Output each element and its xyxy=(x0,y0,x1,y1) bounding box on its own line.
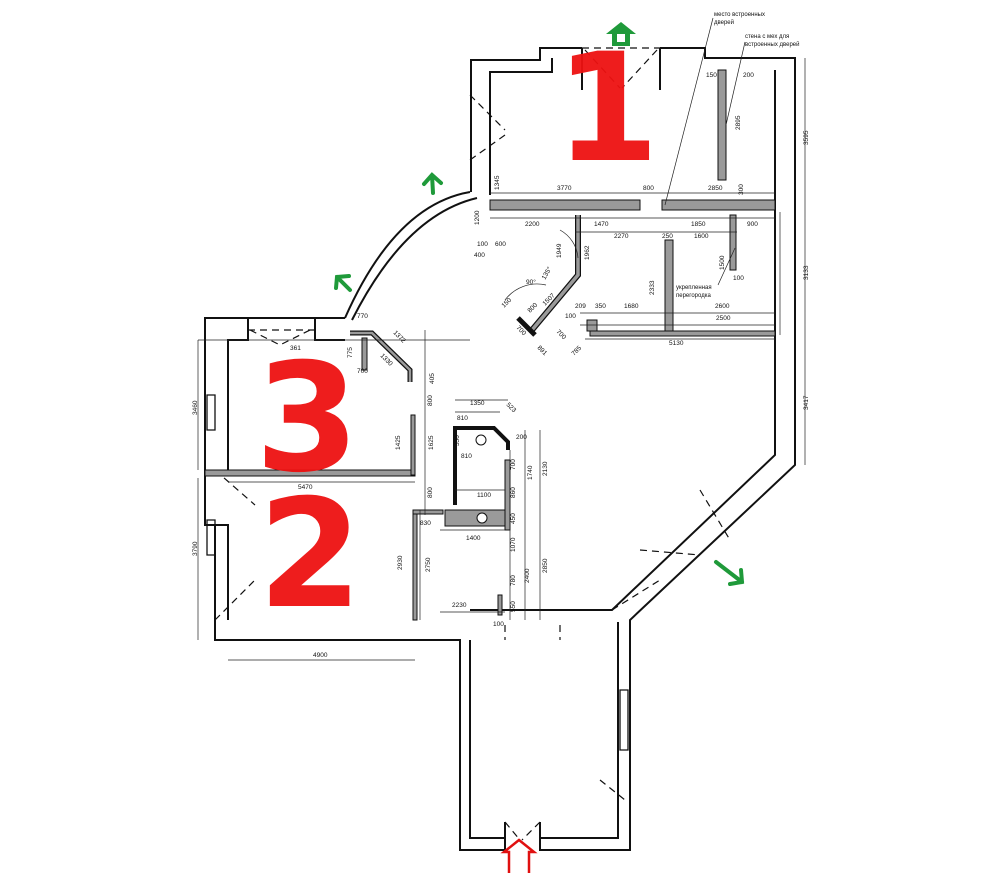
dim-label: 1949 xyxy=(556,243,563,258)
room-marker-1: 1 xyxy=(555,22,659,196)
dim-label: 3770 xyxy=(557,185,572,192)
dim-label: 1425 xyxy=(395,435,402,450)
entrance-arrow-icon xyxy=(500,838,538,873)
dim-label: 2895 xyxy=(735,115,742,130)
dim-label: 209 xyxy=(575,303,586,310)
dim-label: 2200 xyxy=(525,221,540,228)
dim-label: 785 xyxy=(570,345,583,358)
dim-label: 775 xyxy=(347,347,354,358)
dim-label: 810 xyxy=(457,415,468,422)
dim-label: 891 xyxy=(536,344,549,357)
dim-label: 3460 xyxy=(192,400,199,415)
dim-label: 150 xyxy=(706,72,717,79)
dim-label: 3595 xyxy=(803,130,810,145)
dim-label: 830 xyxy=(420,520,431,527)
annotation-wall: встроенных дверей xyxy=(745,41,799,48)
dim-label: 1070 xyxy=(510,537,517,552)
dim-label: 860 xyxy=(510,487,517,498)
dim-label: 1680 xyxy=(624,303,639,310)
dim-label: 361 xyxy=(290,345,301,352)
dim-label: 2600 xyxy=(715,303,730,310)
dim-label: 550 xyxy=(510,601,517,612)
dim-label: 600 xyxy=(495,241,506,248)
dim-label: 2270 xyxy=(614,233,629,240)
dim-label: 800 xyxy=(427,487,434,498)
dim-label: 700 xyxy=(555,328,568,341)
dim-label: 4900 xyxy=(313,652,328,659)
dim-label: 2500 xyxy=(716,315,731,322)
dim-label: 100 xyxy=(565,313,576,320)
dim-label: 2850 xyxy=(708,185,723,192)
dim-label: 810 xyxy=(461,453,472,460)
room-marker-2: 2 xyxy=(258,468,362,642)
dim-label: 800 xyxy=(643,185,654,192)
annotation-builtin-doors: дверей xyxy=(714,19,734,26)
dim-label: 2400 xyxy=(524,568,531,583)
dim-label: 700 xyxy=(510,459,517,470)
dim-label: 400 xyxy=(474,252,485,259)
dim-label: 1470 xyxy=(594,221,609,228)
outer-walls xyxy=(204,47,796,851)
dim-label: 2130 xyxy=(542,461,549,476)
dim-label: 405 xyxy=(429,373,436,384)
dim-label: 200 xyxy=(743,72,754,79)
dim-label: 1500 xyxy=(719,255,726,270)
dim-label: 1372 xyxy=(392,329,407,344)
dim-label: 100 xyxy=(493,621,504,628)
dim-label: 770 xyxy=(357,313,368,320)
dim-label: 3417 xyxy=(803,395,810,410)
dim-label: 150 xyxy=(500,297,513,310)
annotation-wall: стена с мех для xyxy=(745,34,789,40)
dim-label: 2750 xyxy=(425,557,432,572)
dim-label: 250 xyxy=(662,233,673,240)
annotation-partition: перегородка xyxy=(676,293,711,299)
dim-label: 200 xyxy=(516,434,527,441)
dim-label: 1850 xyxy=(691,221,706,228)
dim-label: 2850 xyxy=(542,558,549,573)
dim-label: 90° xyxy=(526,278,536,286)
dim-label: 300 xyxy=(738,184,745,195)
dim-label: 1600 xyxy=(694,233,709,240)
dim-label: 1625 xyxy=(428,435,435,450)
annotation-builtin-doors: место встроенных xyxy=(714,12,765,18)
dim-label: 523 xyxy=(505,401,518,414)
dim-label: 3133 xyxy=(803,265,810,280)
dim-label: 900 xyxy=(747,221,758,228)
dim-label: 2930 xyxy=(397,555,404,570)
dim-label: 350 xyxy=(454,435,461,446)
direction-arrow-icon xyxy=(334,172,745,586)
dim-label: 1200 xyxy=(474,210,481,225)
dim-label: 1400 xyxy=(466,535,481,542)
dimension-lines xyxy=(197,58,806,661)
dim-label: 5470 xyxy=(298,484,313,491)
room-marker-3: 3 xyxy=(255,332,359,506)
dim-label: 780 xyxy=(510,575,517,586)
dim-label: 1740 xyxy=(527,465,534,480)
dim-label: 350 xyxy=(595,303,606,310)
dim-label: 100 xyxy=(477,241,488,248)
dim-label: 700 xyxy=(357,368,368,375)
interior-walls xyxy=(204,69,776,621)
house-arrow-icon xyxy=(606,22,636,46)
dim-label: 1962 xyxy=(584,245,591,260)
annotations: место встроенных дверей стена с мех для … xyxy=(664,12,799,299)
dim-label: 1345 xyxy=(494,175,501,190)
dim-label: 1100 xyxy=(477,492,491,499)
dim-label: 2230 xyxy=(452,602,467,609)
dim-label: 800 xyxy=(427,395,434,406)
annotation-partition: укрепленная xyxy=(676,285,712,291)
dim-label: 450 xyxy=(510,513,517,524)
dim-label: 135° xyxy=(540,265,554,281)
dim-label: 2333 xyxy=(649,280,656,295)
dim-label: 3790 xyxy=(192,541,199,556)
dim-label: 800 xyxy=(526,302,539,315)
dim-label: 100 xyxy=(733,275,744,282)
dim-label: 5130 xyxy=(669,340,684,347)
dim-label: 1350 xyxy=(470,400,485,407)
